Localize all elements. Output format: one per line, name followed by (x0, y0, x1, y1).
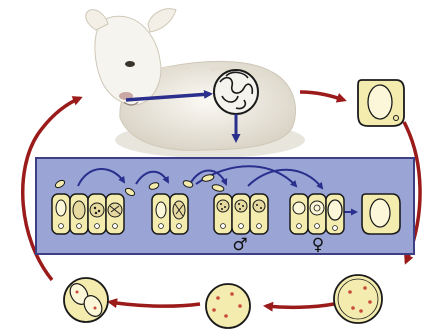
cycle-arrow-bottom-right (266, 304, 334, 307)
female-symbol: ♀ (312, 235, 324, 255)
lamb-illustration (86, 9, 305, 158)
cycle-arrow-to-oocyst (300, 92, 344, 100)
sporulated-oocyst-icon (64, 278, 108, 322)
intestine-cross-section-icon (214, 70, 258, 114)
sporoblast-oocyst-icon (206, 284, 250, 328)
sporulating-oocyst-icon (334, 275, 382, 323)
epithelial-cells-macrogamont-group (290, 194, 344, 234)
released-oocyst-icon (362, 194, 400, 234)
cycle-arrow-bottom-left (110, 302, 200, 306)
oocyst-icon (358, 80, 404, 126)
male-symbol: ♂ (232, 235, 247, 255)
intestinal-stages-panel: ♂ ♀ (36, 158, 414, 255)
